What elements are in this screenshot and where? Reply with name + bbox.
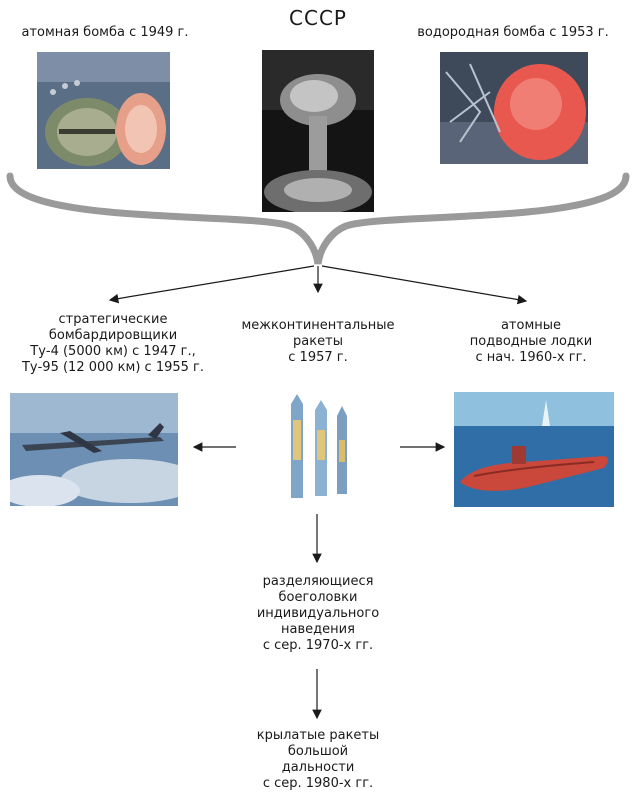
- bomber-photo: [10, 393, 178, 506]
- cruise-caption: крылатые ракеты большой дальности с сер.…: [220, 728, 416, 792]
- atomic-bomb-caption: атомная бомба с 1949 г.: [21, 25, 189, 40]
- arrow-to-submarines: [321, 265, 528, 305]
- submarines-line-2: подводные лодки: [469, 334, 593, 349]
- arrow-to-bombers: [108, 265, 315, 304]
- hydrogen-bomb-caption: водородная бомба с 1953 г.: [417, 25, 609, 40]
- submarines-line-1: атомные: [500, 318, 562, 333]
- bombers-line-4: Ту-95 (12 000 км) с 1955 г.: [21, 360, 204, 375]
- submarines-caption: атомные подводные лодки с нач. 1960-х гг…: [450, 318, 612, 366]
- icbm-caption: межконтинентальные ракеты с 1957 г.: [230, 318, 406, 366]
- bombers-line-1: стратегические: [58, 312, 168, 327]
- mirv-caption: разделяющиеся боеголовки индивидуального…: [220, 574, 416, 654]
- atomic-bomb-photo: [37, 52, 170, 169]
- bombers-line-3: Ту-4 (5000 км) с 1947 г.,: [30, 344, 196, 359]
- mirv-line-5: с сер. 1970-х гг.: [262, 638, 374, 653]
- icbm-line-1: межконтинентальные: [241, 318, 395, 333]
- page-title: СССР: [289, 6, 347, 30]
- mushroom-cloud-photo: [262, 50, 374, 212]
- cruise-line-3: дальности: [281, 760, 355, 775]
- icbm-line-2: ракеты: [293, 334, 343, 349]
- mirv-line-1: разделяющиеся: [262, 574, 374, 589]
- icbm-line-3: с 1957 г.: [288, 350, 348, 365]
- icbm-photo: [284, 390, 354, 504]
- cruise-line-2: большой: [287, 744, 349, 759]
- mirv-line-4: наведения: [281, 622, 355, 637]
- mirv-line-2: боеголовки: [278, 590, 358, 605]
- mirv-line-3: индивидуального: [256, 606, 380, 621]
- submarine-photo: [454, 392, 614, 507]
- cruise-line-4: с сер. 1980-х гг.: [262, 776, 374, 791]
- cruise-line-1: крылатые ракеты: [256, 728, 380, 743]
- submarines-line-3: с нач. 1960-х гг.: [475, 350, 587, 365]
- hydrogen-bomb-photo: [440, 52, 588, 164]
- bombers-caption: стратегические бомбардировщики Ту-4 (500…: [2, 312, 224, 376]
- bombers-line-2: бомбардировщики: [48, 328, 178, 343]
- merge-brace: [6, 172, 630, 265]
